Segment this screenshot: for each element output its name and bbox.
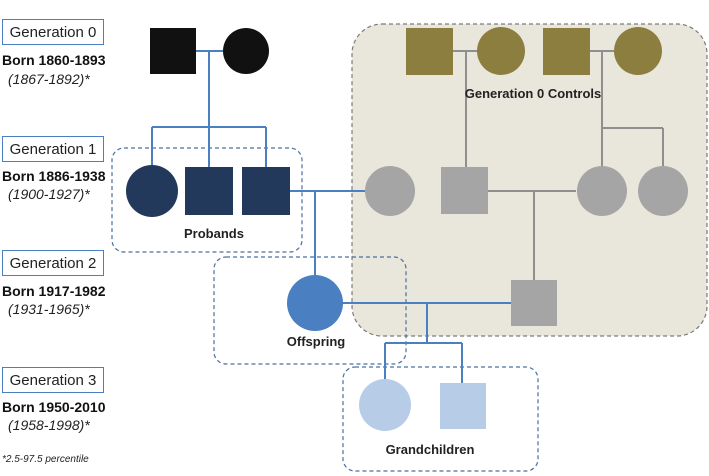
generation-3-label: Generation 3 — [2, 367, 104, 393]
generation-0-label: Generation 0 — [2, 19, 104, 45]
control-gen0-male-2 — [543, 28, 590, 75]
control-gen1-female-2 — [638, 166, 688, 216]
generation-2-range: (1931-1965)* — [8, 301, 90, 317]
percentile-footnote: *2.5-97.5 percentile — [2, 454, 89, 465]
proband-male-2 — [242, 167, 290, 215]
controls-group-label: Generation 0 Controls — [464, 86, 602, 101]
proband-lineage-lines — [151, 50, 511, 383]
generation-0-range: (1867-1892)* — [8, 71, 90, 87]
offspring-box — [213, 256, 407, 365]
control-gen1-female-spouse — [365, 166, 415, 216]
proband-female — [126, 165, 178, 217]
control-lineage-lines — [453, 50, 664, 280]
control-gen1-male — [441, 167, 488, 214]
control-gen0-male-1 — [406, 28, 453, 75]
generation-1-label: Generation 1 — [2, 136, 104, 162]
generation-1-born: Born 1886-1938 — [2, 168, 106, 184]
generation-1-range: (1900-1927)* — [8, 186, 90, 202]
controls-panel — [351, 23, 708, 337]
founder-female — [223, 28, 269, 74]
generation-2-label: Generation 2 — [2, 250, 104, 276]
generation-0-born: Born 1860-1893 — [2, 52, 106, 68]
control-gen2-male-spouse — [511, 280, 557, 326]
grandchild-male — [440, 383, 486, 429]
offspring-group-label: Offspring — [286, 334, 346, 349]
probands-group-label: Probands — [184, 226, 244, 241]
grandchild-female — [359, 379, 411, 431]
control-gen0-female-1 — [477, 27, 525, 75]
grandchildren-box — [342, 366, 539, 472]
grandchildren-group-label: Grandchildren — [385, 442, 475, 457]
probands-box — [111, 147, 303, 253]
generation-3-born: Born 1950-2010 — [2, 399, 106, 415]
generation-2-born: Born 1917-1982 — [2, 283, 106, 299]
founder-male — [150, 28, 196, 74]
generation-3-range: (1958-1998)* — [8, 417, 90, 433]
proband-male-1 — [185, 167, 233, 215]
control-gen0-female-2 — [614, 27, 662, 75]
control-gen1-female-1 — [577, 166, 627, 216]
offspring-female — [287, 275, 343, 331]
